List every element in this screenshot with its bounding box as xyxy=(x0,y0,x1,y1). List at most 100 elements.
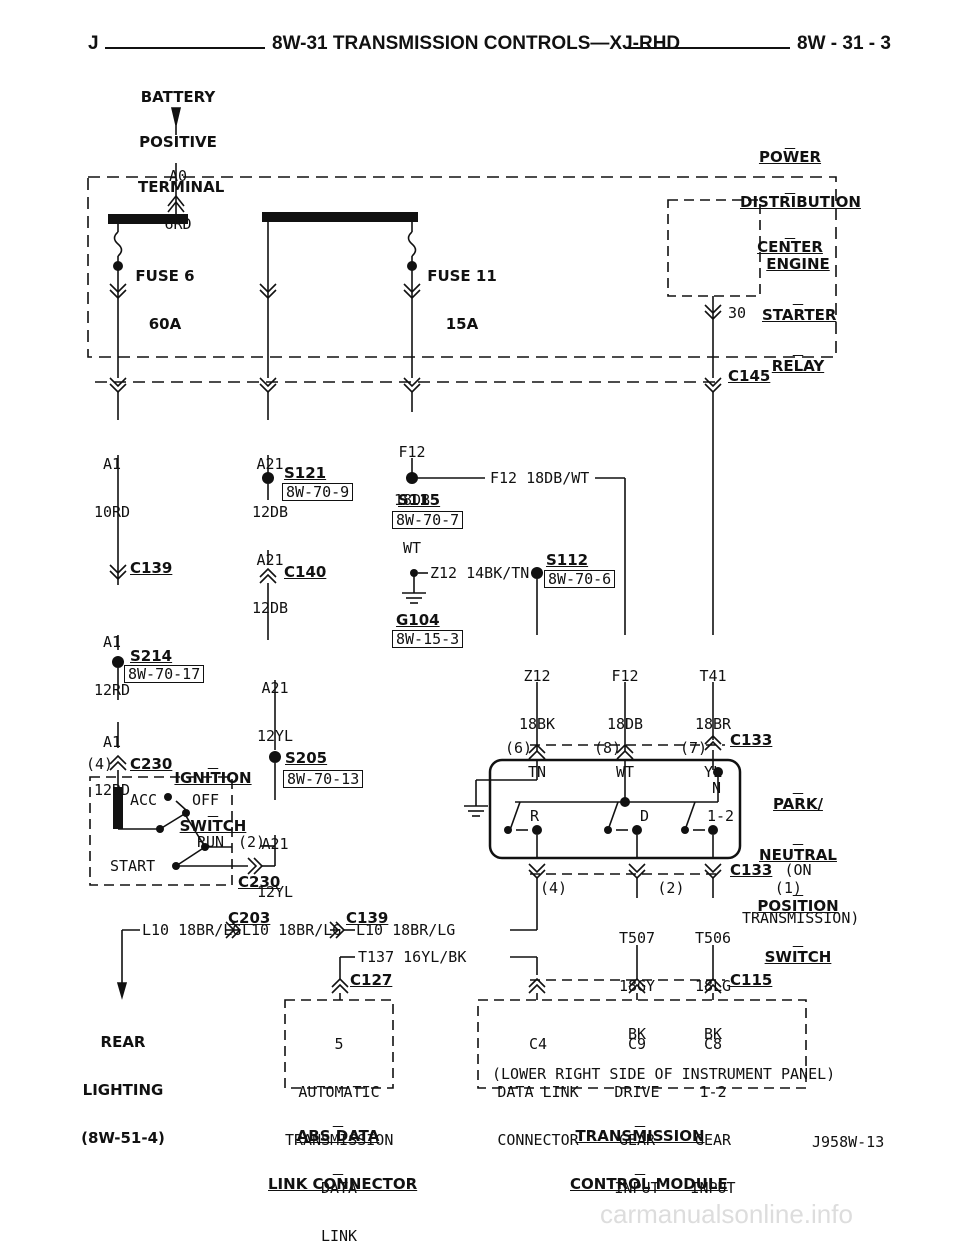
pin-8-label: (8) xyxy=(594,739,622,757)
rear-label-line: LIGHTING xyxy=(82,1081,164,1099)
abs-pin: 5 xyxy=(334,1035,344,1053)
wire-a0-label: A0 6RD xyxy=(158,136,198,248)
wire-gauge-color: 10RD xyxy=(93,503,131,521)
wire-gauge-color: 12YL xyxy=(256,727,294,745)
wire-code: F12 xyxy=(611,667,639,685)
pdc-title-line: DISTRIBUTION xyxy=(740,193,861,211)
connector-c133-b: C133 xyxy=(730,861,773,879)
wire-gauge-color: 12DB xyxy=(251,503,289,521)
ref-8w-70-13: 8W-70-13 xyxy=(283,770,364,788)
connector-c140: C140 xyxy=(284,563,327,581)
wire-f12-18db-wt: F12 18DB WT xyxy=(392,412,432,572)
park-location-line: TRANSMISSION) xyxy=(742,909,860,927)
header-letter: J xyxy=(88,33,99,54)
relay-label-line: ENGINE xyxy=(766,255,830,273)
park-switch-location: (ON TRANSMISSION) xyxy=(742,830,860,942)
bottom-pin-labels: (4) (2) (1) xyxy=(540,879,802,897)
park-title-line: PARK/ xyxy=(773,795,823,813)
wire-t507: T507 18GY BK xyxy=(614,898,660,1058)
page-number: 8W - 31 - 3 xyxy=(797,33,891,54)
park-title-line: POSITION xyxy=(757,897,839,915)
pin-7-label: (7) xyxy=(680,739,708,757)
watermark: carmanualsonline.info xyxy=(600,1199,853,1229)
wire-a21-12yl-b: A21 12YL xyxy=(255,804,295,916)
wire-f12-run: F12 18DB/WT xyxy=(490,469,590,487)
wire-l10-run: L10 18BR/LG xyxy=(142,921,242,939)
wire-code: A21 xyxy=(261,679,289,697)
battery-label-line: POSITIVE xyxy=(139,133,217,151)
ref-8w-70-9: 8W-70-9 xyxy=(282,483,354,501)
wire-gauge-color: 12YL xyxy=(256,883,294,901)
fuse-rating: 60A xyxy=(148,315,182,333)
rear-lighting-label: REAR LIGHTING (8W-51-4) xyxy=(80,1002,166,1162)
page-title: 8W-31 TRANSMISSION CONTROLS—XJ-RHD xyxy=(272,33,681,54)
connector-c127: C127 xyxy=(350,971,393,989)
ign-pos-acc: ACC xyxy=(130,791,158,809)
tcm-title: TRANSMISSION CONTROL MODULE xyxy=(570,1096,728,1208)
wire-z12-18bk: Z12 18BK TN xyxy=(516,636,558,796)
tcm-pin-id: C8 xyxy=(703,1035,723,1053)
wire-f12-18db: F12 18DB WT xyxy=(604,636,646,796)
wire-a21-12db-b: A21 12DB xyxy=(250,520,290,632)
connector-c133: C133 xyxy=(730,731,773,749)
wire-code: F12 xyxy=(398,443,426,461)
switch-pos-1-2: 1-2 xyxy=(707,807,735,825)
ignition-title-line: SWITCH xyxy=(179,817,247,835)
abs-connector-title: ABS DATA LINK CONNECTOR xyxy=(268,1096,417,1208)
wire-a1-12rd-b: A1 12RD xyxy=(92,702,132,814)
wire-t41: T41 18BR YL xyxy=(692,636,734,796)
ign-pos-off: OFF xyxy=(192,791,220,809)
wire-gauge-color: 18BK xyxy=(518,715,556,733)
wire-t506: T506 18LG BK xyxy=(690,898,736,1058)
ref-8w-70-7: 8W-70-7 xyxy=(392,511,464,529)
splice-s115: S115 xyxy=(398,491,441,509)
wire-gauge-color: 12RD xyxy=(93,681,131,699)
tcm-pin-desc: INPUT xyxy=(614,1179,660,1197)
splice-s121: S121 xyxy=(284,464,327,482)
tcm-pin-id: C9 xyxy=(627,1035,647,1053)
connector-c139-b: C139 xyxy=(346,909,389,927)
tcm-pin-id: C4 xyxy=(528,1035,548,1053)
relay-label-line: STARTER xyxy=(762,306,837,324)
wire-code: A1 xyxy=(102,733,122,751)
connector-c230-b: C230 xyxy=(238,873,281,891)
switch-pos-n: N xyxy=(712,779,722,797)
splice-s112: S112 xyxy=(546,551,589,569)
pin-6-label: (6) xyxy=(505,739,533,757)
battery-label: BATTERY POSITIVE TERMINAL xyxy=(138,60,225,210)
battery-label-line: TERMINAL xyxy=(138,178,225,196)
ref-8w-70-17: 8W-70-17 xyxy=(124,665,205,683)
tcm-title-line: CONTROL MODULE xyxy=(570,1175,728,1193)
tcm-pin-desc: DATA LINK xyxy=(497,1083,579,1101)
splice-s205: S205 xyxy=(285,749,328,767)
switch-pos-d: D xyxy=(640,807,650,825)
relay-label-line: RELAY xyxy=(771,357,825,375)
pin-2-label: (2) xyxy=(238,833,266,851)
wire-stripe: BK xyxy=(703,1025,723,1043)
relay-pin-30: 30 xyxy=(728,304,747,322)
park-title-line: NEUTRAL xyxy=(759,846,837,864)
abs-line: DATA xyxy=(320,1179,358,1197)
wire-stripe: WT xyxy=(402,539,422,557)
fuse-name: FUSE 6 xyxy=(135,267,195,285)
switch-pos-r: R xyxy=(530,807,540,825)
fuse-name: FUSE 11 xyxy=(427,267,497,285)
park-location-line: (ON xyxy=(784,861,812,879)
wire-t137-run: T137 16YL/BK xyxy=(358,948,467,966)
connector-c203: C203 xyxy=(228,909,271,927)
splice-s214: S214 xyxy=(130,647,173,665)
wire-code: A21 xyxy=(256,455,284,473)
tcm-pin-desc: INPUT xyxy=(690,1179,736,1197)
tcm-pin-desc: GEAR xyxy=(618,1131,656,1149)
starter-relay-label: ENGINE STARTER RELAY xyxy=(762,222,837,392)
wire-gauge-color: 12DB xyxy=(251,599,289,617)
abs-line: AUTOMATIC xyxy=(298,1083,380,1101)
wire-a21-12db: A21 12DB xyxy=(250,424,290,536)
wire-a1-12rd: A1 12RD xyxy=(92,602,132,714)
wire-a21-12yl: A21 12YL xyxy=(255,648,295,760)
park-title-line: SWITCH xyxy=(764,948,832,966)
ign-pos-run: RUN xyxy=(197,833,225,851)
fuse-rating: 15A xyxy=(445,315,479,333)
abs-line: LINK xyxy=(320,1227,358,1242)
